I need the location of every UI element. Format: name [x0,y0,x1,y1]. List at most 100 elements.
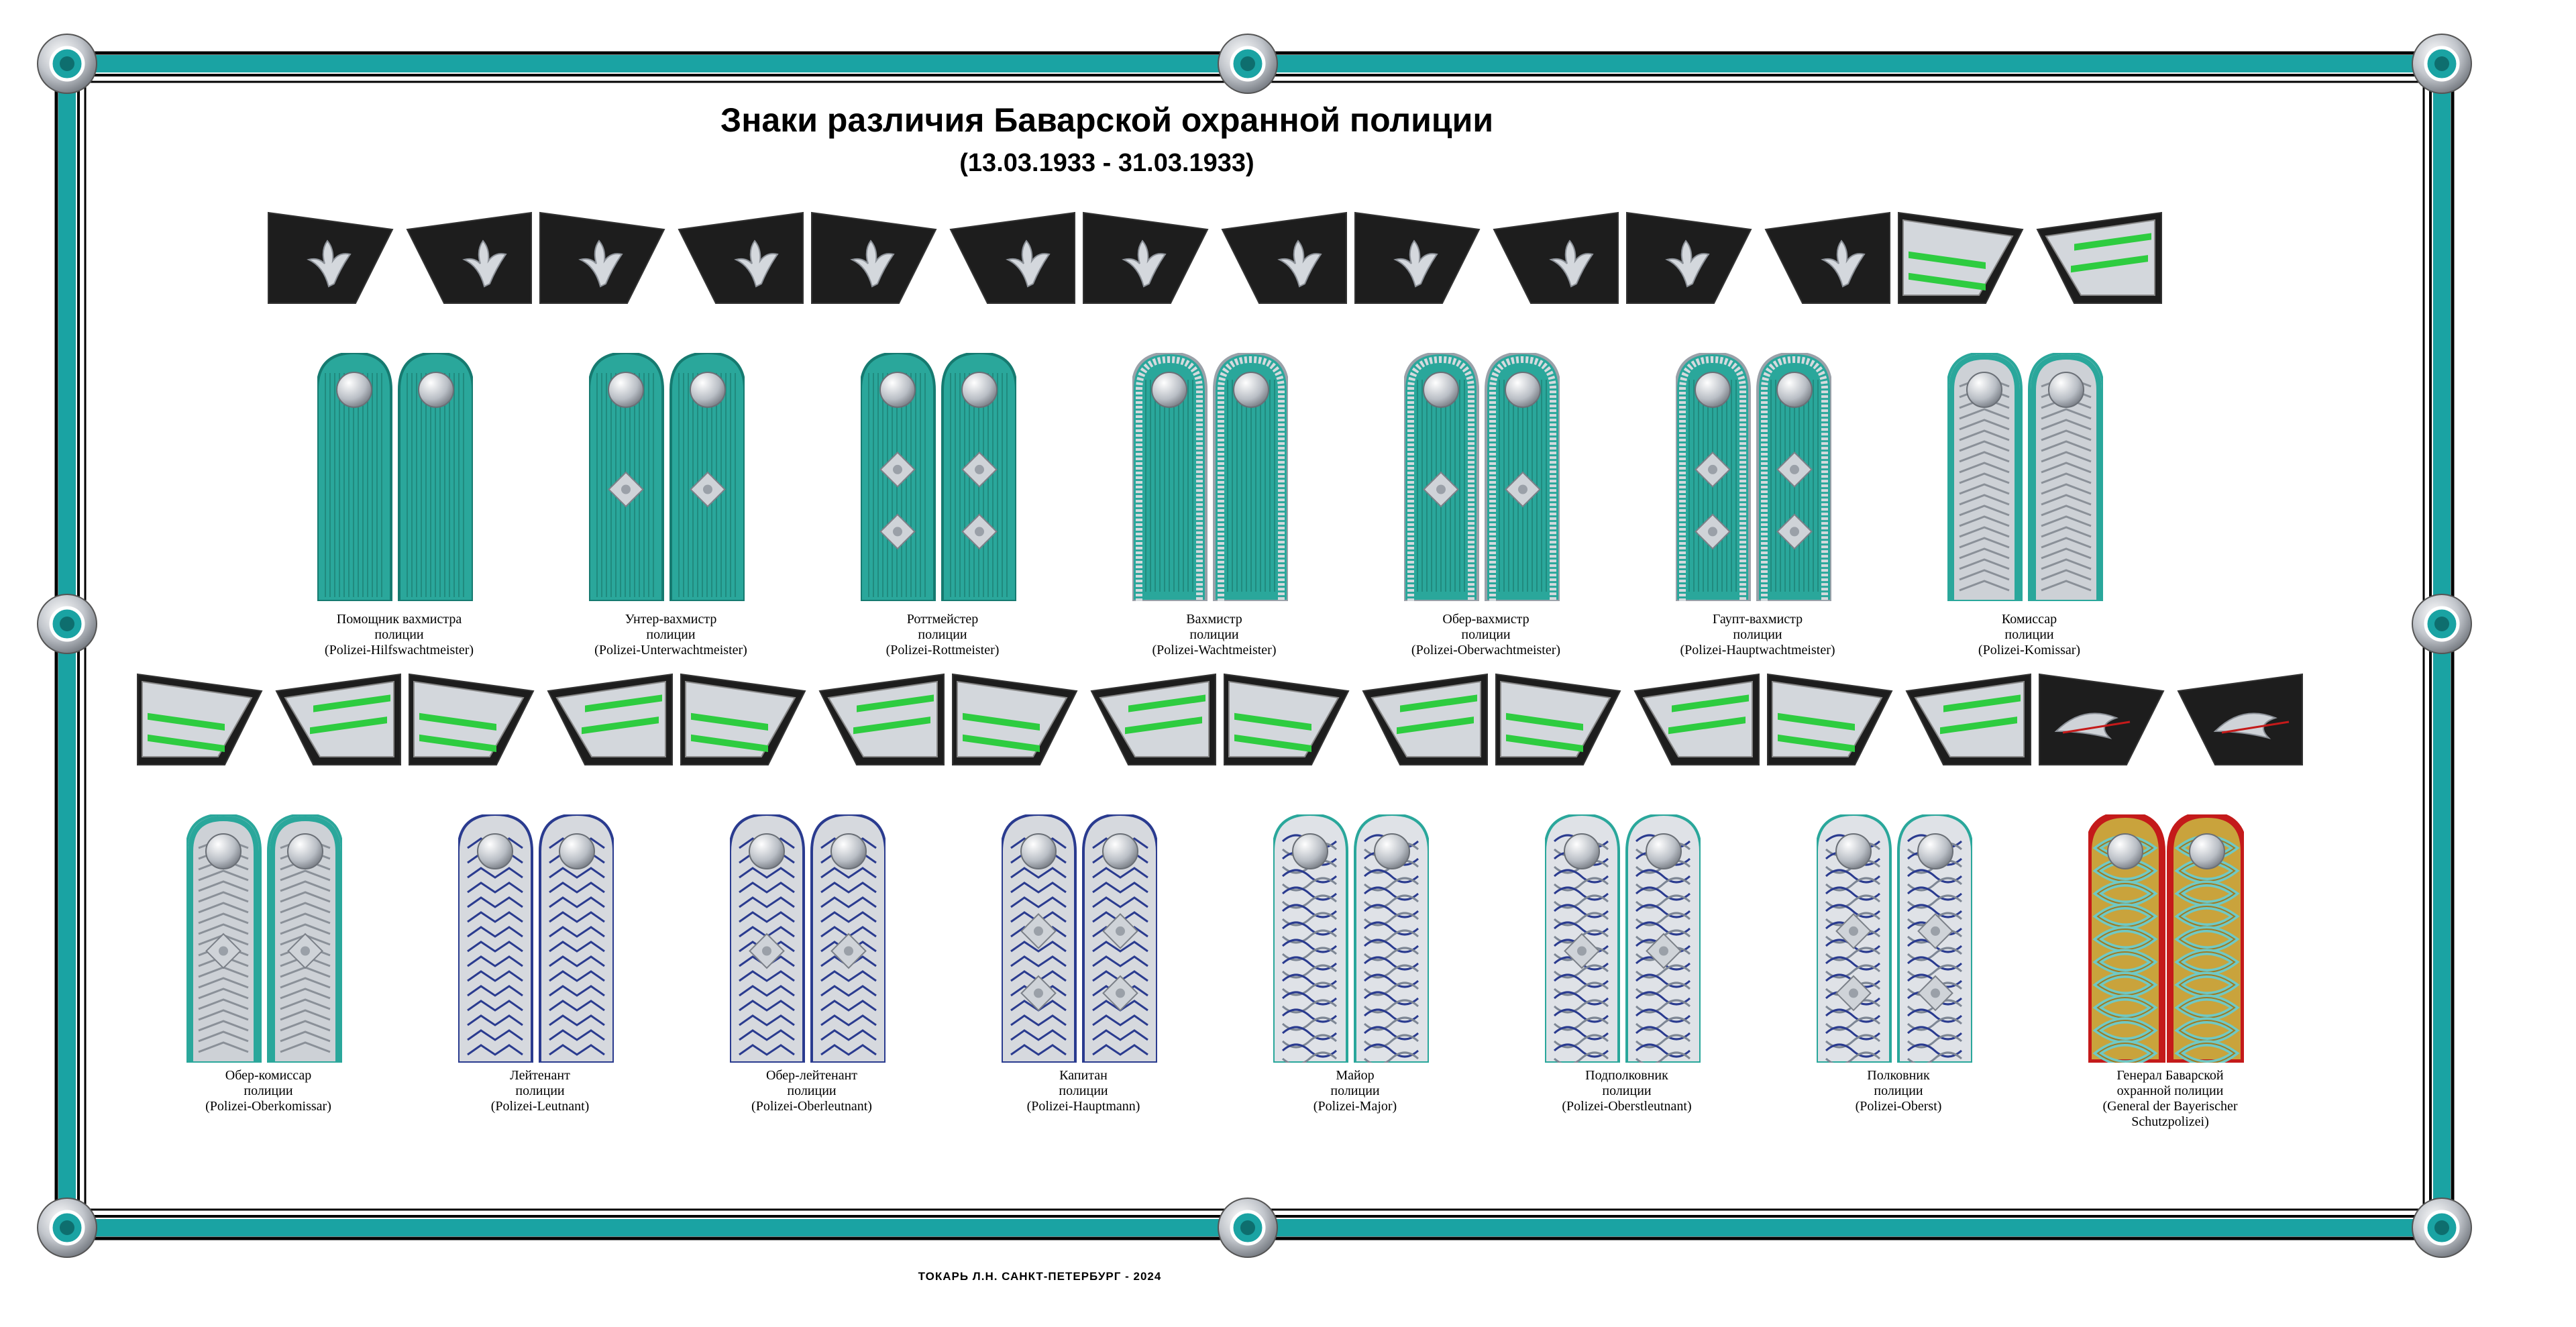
rank-name-de: (Polizei-Hilfswachtmeister) [324,643,474,657]
button-icon [418,372,454,408]
collar-tab-left [1083,211,1209,304]
rank-name-de: (Polizei-Leutnant) [490,1099,590,1114]
rank-caption: Роттмейстер полиции (Polizei-Rottmeister… [815,612,1070,658]
rank-caption: Помощник вахмистра полиции (Polizei-Hilf… [272,612,527,658]
shoulder-straps [1403,351,1561,604]
rank-org: полиции [1733,627,1782,642]
button-icon [1151,372,1187,408]
rank-pip-icon [608,471,644,508]
collar-tabs [265,209,535,313]
button-icon [608,372,644,408]
rank-org: полиции [1602,1083,1652,1098]
frame-rivet-icon [37,594,97,654]
frame-rivet-icon [1218,34,1278,94]
rank-org: полиции [1330,1083,1380,1098]
shoulder-straps [859,351,1018,604]
button-icon [961,372,998,408]
rank-pip-icon [879,452,916,488]
rank-pip-icon [1020,913,1057,949]
rank-name-de: (Polizei-Unterwachtmeister) [594,643,747,657]
page-title: Знаки различия Баварской охранной полици… [720,101,1494,139]
rank-name-de-cont: Schutzpolizei) [2131,1114,2209,1129]
frame-rivet-icon [1218,1198,1278,1258]
button-icon [830,833,867,869]
shoulder-strap [1000,812,1077,1064]
collar-tab-right [1090,673,1216,765]
rank-pip-icon [961,513,998,550]
button-icon [1646,833,1682,869]
shoulder-straps [1946,351,2104,604]
collar-tabs [1764,671,2034,775]
rank-caption: Лейтенант полиции (Polizei-Leutnant) [413,1068,667,1114]
shoulder-straps [2085,810,2247,1067]
shoulder-strap [2167,810,2247,1067]
oak-leaf-icon [307,240,352,288]
collar-tab-right [1493,211,1619,304]
rank-org: полиции [515,1083,565,1098]
collar-tab-left [409,673,535,765]
button-icon [2048,372,2084,408]
collar-tab-right [678,211,804,304]
rank-pip-icon [961,452,998,488]
collar-tab-left [811,211,937,304]
rank-pip-icon [1102,913,1138,949]
rank-name-ru: Подполковник [1585,1068,1668,1083]
collar-tabs [1895,209,2165,313]
collar-tab-left [1898,211,2024,304]
collar-tabs [808,209,1078,313]
button-icon [1505,372,1541,408]
button-icon [1374,833,1410,869]
rank-pip-icon [1835,975,1872,1012]
rank-pip-icon [749,933,785,969]
button-icon [477,833,513,869]
collar-tab-right [818,673,945,765]
rank-pip-icon [1564,933,1600,969]
button-icon [749,833,785,869]
rank-name-de: (Polizei-Wachtmeister) [1152,643,1277,657]
rank-name-de: (Polizei-Oberkomissar) [205,1099,331,1114]
rank-pip-icon [1917,975,1953,1012]
oak-leaf-icon [734,240,779,288]
rank-pip-icon [1835,913,1872,949]
rank-name-de: (Polizei-Hauptmann) [1026,1099,1140,1114]
shoulder-strap [1674,351,1751,602]
author-footer: ТОКАРЬ Л.Н. САНКТ-ПЕТЕРБУРГ - 2024 [918,1270,1162,1283]
general-oak-leaves-icon [2213,712,2290,739]
rank-caption: Комиссар полиции (Polizei-Komissar) [1902,612,2157,658]
shoulder-straps [1272,812,1430,1066]
rank-name-ru: Майор [1336,1068,1375,1083]
rank-pip-icon [1102,975,1138,1012]
shoulder-straps [729,812,887,1066]
rank-caption: Гаупт-вахмистр полиции (Polizei-Hauptwac… [1630,612,1885,658]
shoulder-strap [1485,351,1561,602]
rank-org: полиции [918,627,967,642]
rank-org: полиции [1461,627,1511,642]
collar-tabs [949,671,1219,775]
rank-pip-icon [1776,452,1813,488]
shoulder-strap [859,351,936,602]
rank-org: полиции [646,627,696,642]
rank-org: полиции [787,1083,837,1098]
shoulder-strap [669,351,746,602]
rank-caption: Подполковник полиции (Polizei-Oberstleut… [1499,1068,1754,1114]
collar-tab-left [2039,673,2165,765]
shoulder-strap [316,351,392,602]
collar-tab-right [547,673,673,765]
button-icon [2189,833,2225,869]
rank-pip-icon [879,513,916,550]
button-icon [1966,372,2002,408]
shoulder-strap [1131,351,1208,602]
shoulder-strap [1897,812,1974,1066]
rank-pip-icon [205,933,241,969]
rank-org: полиции [2004,627,2054,642]
collar-tabs [1352,209,1621,313]
frame-rivet-icon [2412,594,2472,654]
rank-name-de: (General der Bayerischer [2102,1099,2238,1114]
oak-leaf-icon [1277,240,1322,288]
rank-name-ru: Обер-лейтенант [765,1068,858,1083]
button-icon [205,833,241,869]
shoulder-straps [1674,351,1833,604]
collar-tab-right [406,211,532,304]
collar-tab-left [1224,673,1350,765]
oak-leaf-icon [850,240,895,288]
